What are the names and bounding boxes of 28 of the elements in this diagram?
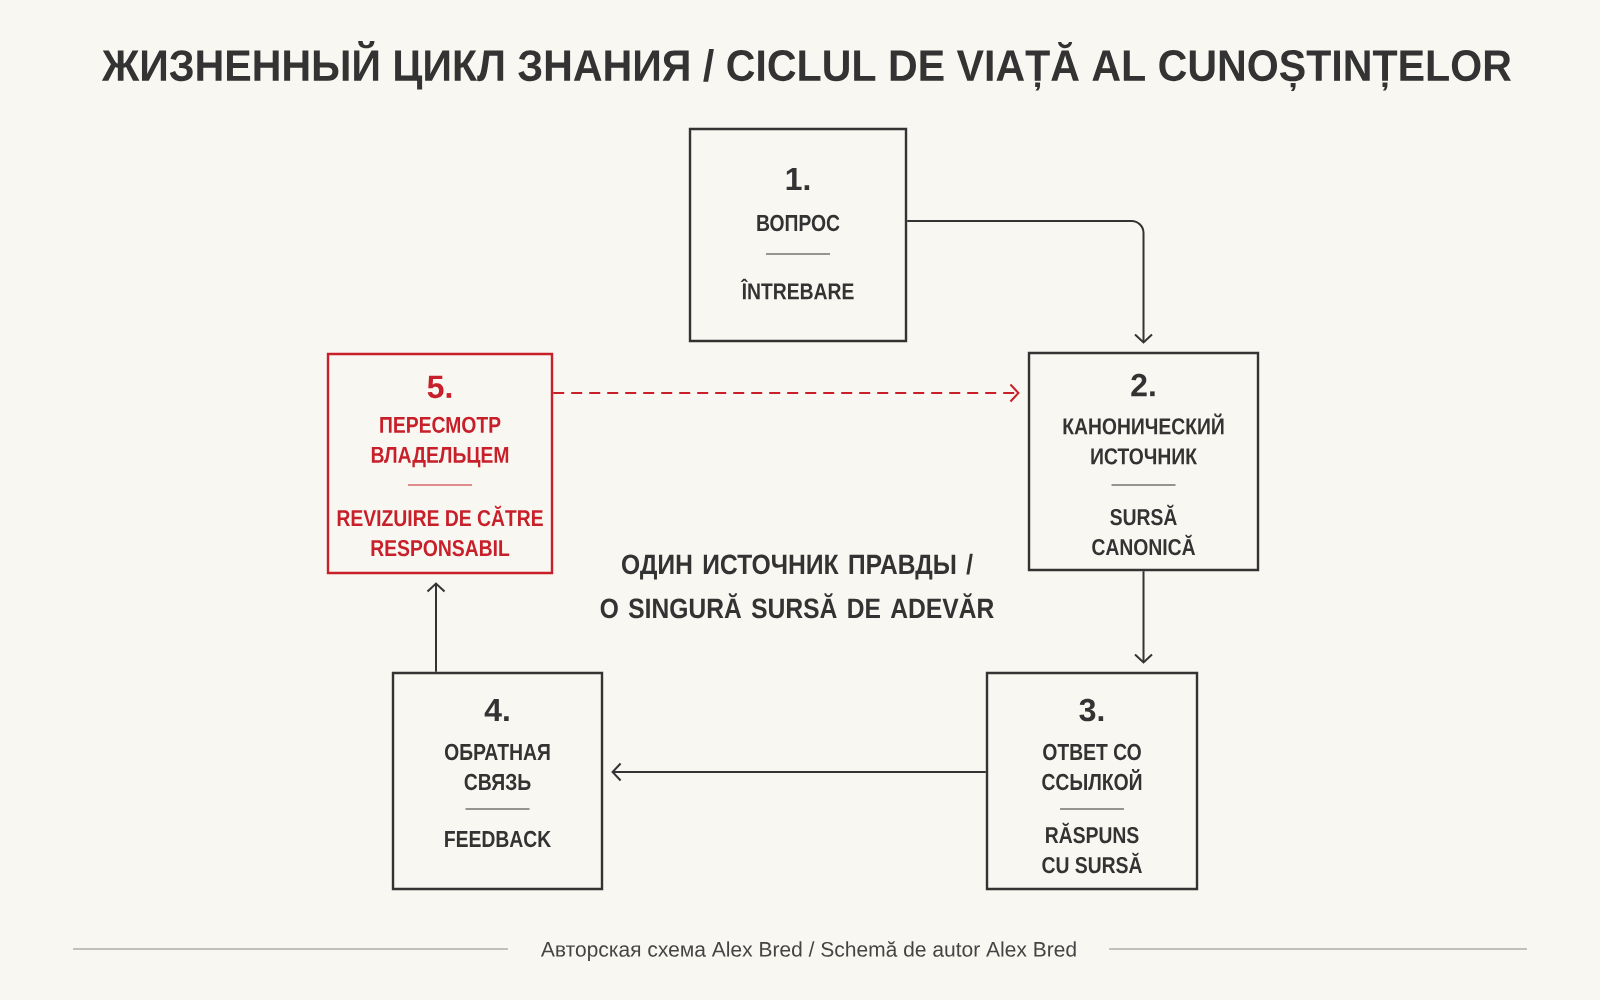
caption: Авторская схема Alex Bred / Schemă de autor Alex Bred bbox=[540, 941, 1076, 961]
step-title: ВОПРОС bbox=[757, 214, 840, 232]
step-subtitle: ÎNTREBARE bbox=[740, 278, 854, 300]
dashed-arrow bbox=[552, 383, 1020, 403]
step-box bbox=[985, 671, 1199, 891]
step-box bbox=[1027, 351, 1260, 572]
step-box bbox=[326, 352, 554, 575]
center-label: ОДИН ИСТОЧНИК ПРАВДЫ / O SINGURĂ SURSĂ DE ADEVĂR bbox=[600, 553, 994, 619]
step-subtitle: FEEDBACK bbox=[445, 830, 551, 848]
step-subtitle: REVIZUIRE DE CĂTRE RESPONSABIL bbox=[337, 505, 543, 557]
arrow bbox=[906, 220, 1153, 344]
step-number: 2. bbox=[1131, 373, 1155, 397]
step-subtitle: SURSĂ CANONICĂ bbox=[1092, 504, 1196, 556]
step-title: ОТВЕТ СО ССЫЛКОЙ bbox=[1042, 743, 1142, 791]
step-title: ПЕРЕСМОТР ВЛАДЕЛЬЦЕМ bbox=[371, 416, 509, 468]
step-box bbox=[688, 127, 908, 343]
step-title: КАНОНИЧЕСКИЙ ИСТОЧНИК bbox=[1063, 413, 1224, 465]
step-subtitle: RĂSPUNS CU SURSĂ bbox=[1042, 822, 1142, 874]
step-number: 4. bbox=[484, 699, 509, 721]
arrow bbox=[1134, 570, 1153, 664]
step-number: 5. bbox=[427, 375, 452, 399]
step-number: 1. bbox=[786, 168, 810, 190]
arrow bbox=[611, 762, 987, 782]
step-box bbox=[391, 671, 604, 891]
title: ЖИЗНЕННЫЙ ЦИКЛ ЗНАНИЯ / CICLUL DE VIAȚĂ AL CUNOȘTINȚELOR bbox=[101, 41, 1512, 91]
arrow bbox=[426, 582, 446, 673]
step-number: 3. bbox=[1079, 698, 1104, 722]
step-title: ОБРАТНАЯ СВЯЗЬ bbox=[444, 743, 550, 791]
